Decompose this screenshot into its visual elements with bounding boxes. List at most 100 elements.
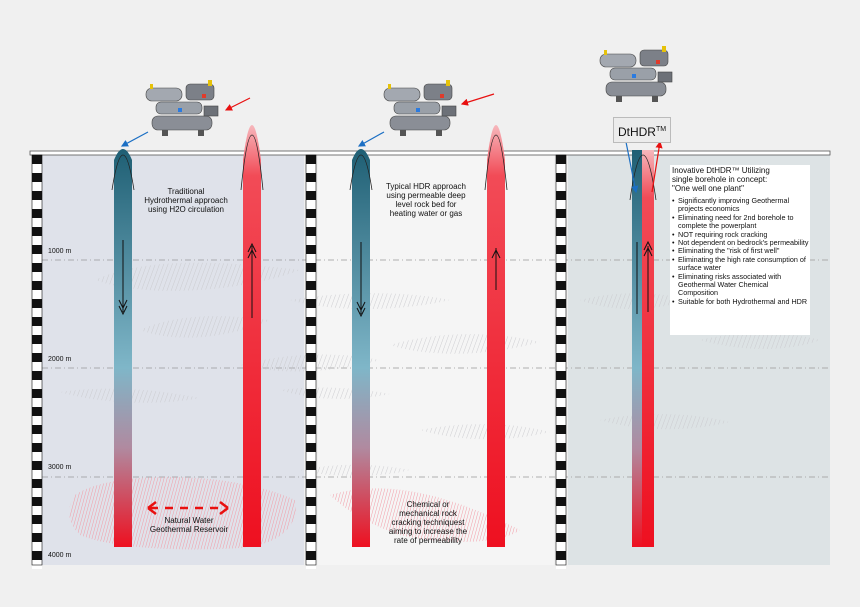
depth-scale-segment: [32, 434, 42, 443]
depth-scale-segment: [556, 560, 566, 569]
depth-label-1000: 1000 m: [48, 248, 72, 255]
depth-scale-segment: [556, 506, 566, 515]
depth-scale-segment: [556, 488, 566, 497]
ground-surface-line: [29, 150, 831, 156]
depth-scale-segment: [306, 227, 316, 236]
depth-scale-segment: [556, 470, 566, 479]
depth-scale-segment: [306, 353, 316, 362]
depth-scale-outline: [31, 154, 43, 566]
depth-scale-segment: [556, 380, 566, 389]
depth-scale-segment: [306, 560, 316, 569]
depth-scale-segment: [32, 272, 42, 281]
depth-scale-segment: [32, 497, 42, 506]
depth-scale-segment: [306, 524, 316, 533]
depth-scale-segment: [556, 173, 566, 182]
depth-scale-segment: [32, 182, 42, 191]
dthdr-feature-item: NOT requiring rock cracking: [672, 230, 810, 240]
dthdr-feature-item: Not dependent on bedrock's permeability: [672, 238, 810, 248]
depth-label-4000: 4000 m: [48, 552, 72, 559]
depth-scale-segment: [556, 281, 566, 290]
dthdr-feature-item: Eliminating need for 2nd borehole to com…: [672, 213, 810, 231]
depth-scale-segment: [32, 452, 42, 461]
plant-connection-arrows: [120, 93, 663, 194]
depth-scale-segment: [556, 290, 566, 299]
depth-scale-segment: [306, 245, 316, 254]
depth-scale-segment: [306, 398, 316, 407]
depth-scale-segment: [306, 335, 316, 344]
depth-scale-segment: [32, 551, 42, 560]
dthdr-heading: Inovative DtHDR™ Utilizing single boreho…: [672, 166, 770, 193]
depth-scale-segment: [556, 227, 566, 236]
depth-scale-segment: [556, 407, 566, 416]
depth-scale-segment: [32, 362, 42, 371]
depth-scale-segment: [556, 254, 566, 263]
dthdr-feature-item: Eliminating risks associated with Geothe…: [672, 272, 810, 298]
depth-scale-segment: [556, 515, 566, 524]
power-plant-unit-3: [599, 46, 673, 102]
power-plant-unit-1: [145, 80, 219, 136]
depth-scale-segment: [32, 353, 42, 362]
depth-label-2000: 2000 m: [48, 356, 72, 363]
panel-2-reservoir-label: Chemical or mechanical rock cracking tec…: [388, 500, 468, 545]
depth-scale-segment: [306, 209, 316, 218]
flow-direction-arrows: [118, 240, 653, 318]
depth-scale-segment: [32, 542, 42, 551]
depth-scale-segment: [32, 389, 42, 398]
depth-scale-segment: [306, 308, 316, 317]
depth-scale-segment: [556, 335, 566, 344]
depth-scale-segment: [306, 344, 316, 353]
depth-scale-segment: [556, 425, 566, 434]
depth-scale-segment: [306, 542, 316, 551]
depth-scale-segment: [32, 524, 42, 533]
depth-scale-segment: [306, 191, 316, 200]
depth-scale-segment: [556, 371, 566, 380]
depth-scale-segment: [306, 236, 316, 245]
depth-scale-segment: [306, 488, 316, 497]
depth-scale-segment: [306, 164, 316, 173]
depth-scale-segment: [306, 317, 316, 326]
depth-scale-segment: [556, 326, 566, 335]
depth-scale-segment: [556, 353, 566, 362]
depth-scale-segment: [32, 425, 42, 434]
depth-scale-segment: [306, 389, 316, 398]
depth-scale-segment: [556, 317, 566, 326]
depth-scale-segment: [306, 254, 316, 263]
production-well-hot-panel-2: [487, 125, 505, 547]
depth-scale-segment: [556, 362, 566, 371]
depth-scale-segment: [32, 560, 42, 569]
depth-scale-segment: [32, 290, 42, 299]
depth-scale-segment: [306, 443, 316, 452]
depth-scale-segment: [556, 398, 566, 407]
depth-scale-segment: [306, 506, 316, 515]
depth-scale-segment: [306, 155, 316, 164]
depth-scale-segment: [32, 155, 42, 164]
depth-scale-segment: [306, 218, 316, 227]
depth-scale-segment: [32, 398, 42, 407]
well-outline-arc-4: [484, 134, 508, 191]
depth-scale-segment: [306, 326, 316, 335]
depth-scale-segment: [32, 299, 42, 308]
depth-scale-segment: [306, 362, 316, 371]
depth-scale-segment: [556, 209, 566, 218]
depth-scale-segment: [32, 371, 42, 380]
depth-scale-segment: [306, 479, 316, 488]
depth-scale-segment: [32, 416, 42, 425]
depth-scale-bars: [31, 154, 567, 569]
injection-well-cold-panel-1: [114, 149, 132, 547]
dthdr-feature-item: Eliminating the high rate consumption of…: [672, 255, 810, 273]
depth-scale-segment: [556, 308, 566, 317]
depth-scale-segment: [556, 551, 566, 560]
panel-1-reservoir-label: Natural Water Geothermal Reservoir: [149, 516, 229, 534]
depth-scale-segment: [32, 317, 42, 326]
dthdr-single-borehole-cold: [632, 150, 642, 547]
depth-scale-segment: [32, 344, 42, 353]
depth-scale-segment: [306, 272, 316, 281]
depth-scale-segment: [306, 290, 316, 299]
dthdr-features-list: Significantly improving Geothermal proje…: [672, 196, 810, 306]
depth-scale-segment: [306, 551, 316, 560]
depth-scale-segment: [306, 515, 316, 524]
depth-scale-segment: [556, 344, 566, 353]
depth-scale-segment: [32, 470, 42, 479]
depth-scale-segment: [306, 434, 316, 443]
